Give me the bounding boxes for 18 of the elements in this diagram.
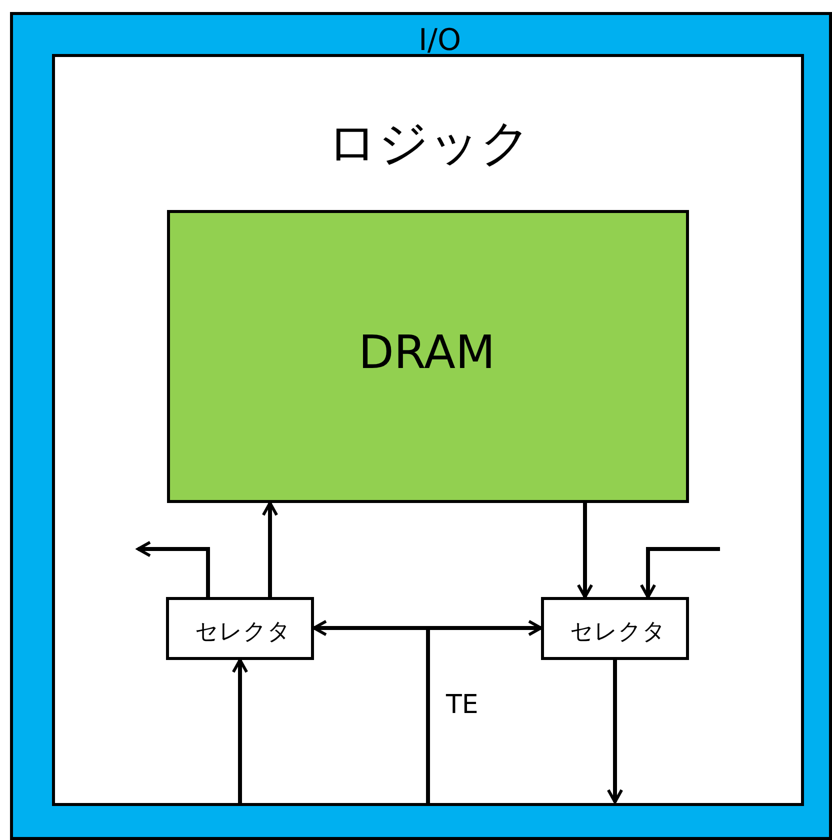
block-label: セレクタ xyxy=(195,620,291,644)
region-label: ロジック xyxy=(327,118,531,168)
arrow xyxy=(640,547,720,598)
selector-box xyxy=(166,597,314,660)
selector-box xyxy=(541,597,689,660)
arrow xyxy=(606,660,624,804)
signal-label: TE xyxy=(446,692,478,718)
arrow xyxy=(232,658,248,805)
arrow xyxy=(426,620,542,805)
arrow xyxy=(576,503,594,598)
block-label: セレクタ xyxy=(570,620,666,644)
io-frame xyxy=(10,12,832,840)
logic-box xyxy=(52,54,804,806)
block-label: DRAM xyxy=(358,329,496,375)
region-label: I/O xyxy=(418,26,462,56)
arrow xyxy=(136,540,210,597)
dram-block xyxy=(167,210,689,503)
arrow xyxy=(262,502,278,597)
